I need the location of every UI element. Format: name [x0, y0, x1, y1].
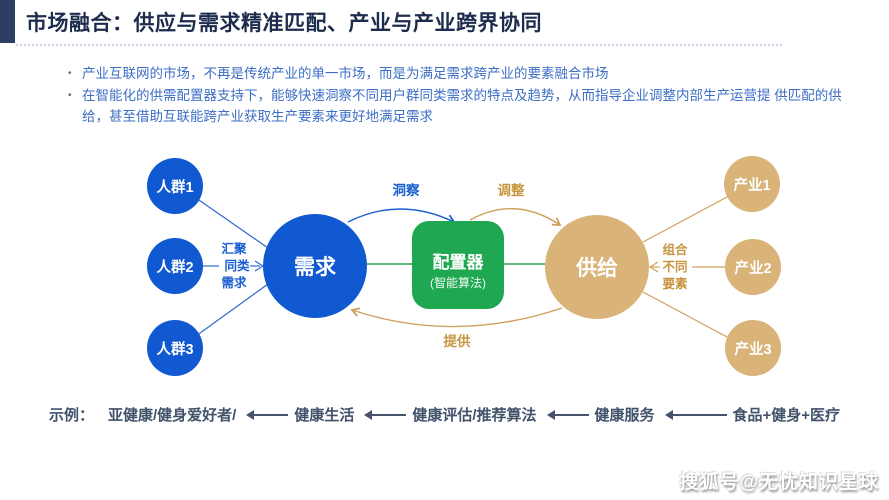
- left-arrow: [546, 409, 589, 420]
- svg-text:同类: 同类: [224, 258, 250, 273]
- configurator-node: 配置器 (智能算法): [412, 221, 504, 309]
- example-item: 亚健康/健身爱好者/: [107, 407, 237, 424]
- demand-node: 需求: [263, 214, 367, 318]
- provide-label: 提供: [444, 333, 471, 349]
- svg-text:产业1: 产业1: [733, 176, 770, 194]
- svg-text:人群3: 人群3: [156, 340, 193, 358]
- supply-node: 供给: [545, 215, 649, 319]
- svg-text:需求: 需求: [294, 256, 336, 279]
- svg-text:不同: 不同: [662, 260, 687, 274]
- svg-text:汇聚: 汇聚: [221, 242, 247, 256]
- example-item: 健康服务: [594, 407, 655, 424]
- example-item: 健康生活: [294, 407, 355, 424]
- insight-label: 洞察: [393, 182, 420, 198]
- converge-label: 汇聚 同类 需求: [221, 242, 250, 290]
- bullet-list: • 产业互联网的市场，不再是传统产业的单一市场，而是为满足需求跨产业的要素融合市…: [68, 64, 858, 129]
- industry-node-1: 产业1: [724, 156, 780, 212]
- insight-arc: [347, 208, 454, 222]
- adjust-label: 调整: [498, 182, 526, 198]
- svg-text:需求: 需求: [221, 275, 247, 290]
- svg-text:供给: 供给: [575, 256, 618, 280]
- svg-text:(智能算法): (智能算法): [430, 275, 486, 290]
- svg-text:配置器: 配置器: [433, 253, 485, 272]
- page-title: 市场融合：供应与需求精准匹配、产业与产业跨界协同: [26, 12, 542, 35]
- svg-text:产业2: 产业2: [734, 259, 771, 277]
- adjust-arc: [469, 207, 560, 225]
- bullet-dot: •: [68, 90, 72, 102]
- example-label: 示例：: [48, 407, 94, 424]
- bullet-item: • 在智能化的供需配置器支持下，能够快速洞察不同用户群同类需求的特点及趋势，从而…: [68, 86, 858, 127]
- industry-connector-lines: [642, 196, 728, 338]
- group-node-1: 人群1: [147, 158, 203, 214]
- title-dotted-rule: [16, 44, 782, 46]
- bullet-text: 在智能化的供需配置器支持下，能够快速洞察不同用户群同类需求的特点及趋势，从而指导…: [82, 88, 842, 124]
- left-arrow: [664, 409, 727, 420]
- bullet-text: 产业互联网的市场，不再是传统产业的单一市场，而是为满足需求跨产业的要素融合市场: [82, 66, 609, 81]
- bullet-dot: •: [68, 68, 72, 79]
- industry-node-2: 产业2: [725, 239, 781, 295]
- group-node-2: 人群2: [147, 238, 203, 294]
- example-item: 食品+健身+医疗: [732, 407, 841, 424]
- bullet-item: • 产业互联网的市场，不再是传统产业的单一市场，而是为满足需求跨产业的要素融合市…: [68, 64, 858, 84]
- title-accent-bar: [0, 0, 15, 43]
- svg-text:要素: 要素: [662, 276, 688, 291]
- left-arrow: [364, 409, 407, 420]
- combine-label: 组合 不同 要素: [662, 242, 688, 291]
- left-arrow: [246, 409, 289, 420]
- svg-text:组合: 组合: [662, 242, 688, 257]
- watermark: 搜狐号@无忧知识星球: [679, 472, 879, 493]
- industry-node-3: 产业3: [725, 320, 781, 376]
- svg-text:人群1: 人群1: [156, 178, 193, 196]
- example-row: 示例： 亚健康/健身爱好者/ 健康生活 健康评估/推荐算法 健康服务 食品+健身…: [0, 404, 889, 425]
- supply-demand-diagram: 洞察 调整 提供 汇聚 同类 需求 组合 不同 要素 人群1 人群2: [0, 150, 889, 400]
- svg-text:产业3: 产业3: [734, 340, 771, 358]
- example-item: 健康评估/推荐算法: [412, 407, 537, 424]
- svg-text:人群2: 人群2: [156, 258, 193, 276]
- group-node-3: 人群3: [147, 320, 203, 376]
- provide-arc: [352, 308, 563, 328]
